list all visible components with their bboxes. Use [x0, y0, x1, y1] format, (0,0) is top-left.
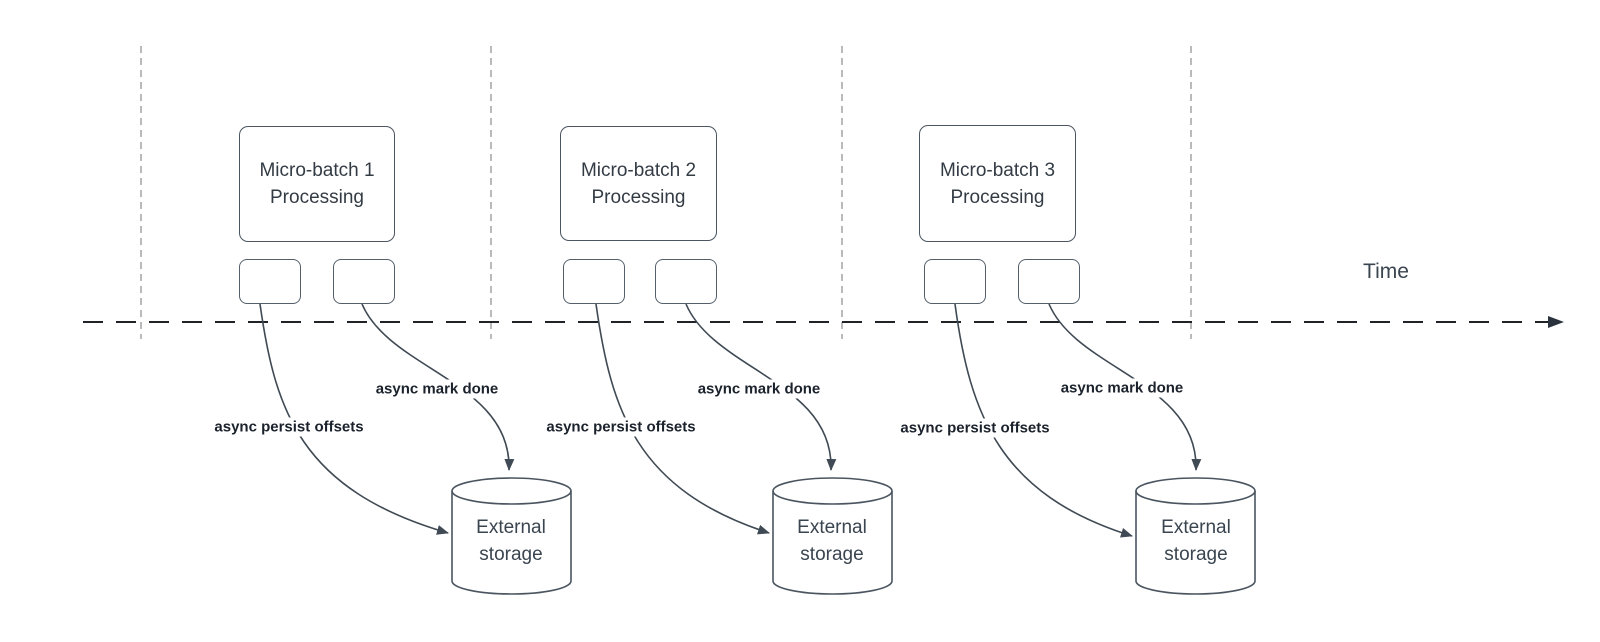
persist-offsets-arrow-2 — [595, 303, 770, 535]
micro-batch-2-title-line2: Processing — [591, 186, 686, 208]
persist-offsets-arrow-1 — [259, 303, 449, 535]
micro-batch-3-title-line2: Processing — [950, 186, 1045, 208]
external-storage-1-line1: External — [476, 517, 546, 538]
external-storage-3-line1: External — [1161, 517, 1231, 538]
micro-batch-2-commit-task-box — [655, 259, 717, 304]
external-storage-2-line2: storage — [800, 544, 864, 565]
storage-cylinder-1 — [451, 477, 572, 595]
storage-cylinder-3 — [1135, 477, 1256, 595]
external-storage-label-1: External storage — [476, 514, 546, 568]
micro-batch-3-title-line1: Micro-batch 3 — [939, 159, 1056, 181]
external-storage-label-3: External storage — [1161, 514, 1231, 568]
micro-batch-1-commit-task-box — [333, 259, 395, 304]
persist-offsets-arrow-3 — [954, 303, 1133, 538]
micro-batch-1-processing-box: Micro-batch 1 Processing — [239, 126, 395, 242]
micro-batch-2-offset-task-box — [563, 259, 625, 304]
external-storage-2-line1: External — [797, 517, 867, 538]
micro-batch-2-processing-box: Micro-batch 2 Processing — [560, 126, 717, 241]
external-storage-label-2: External storage — [797, 514, 867, 568]
external-storage-3-line2: storage — [1164, 544, 1228, 565]
mark-done-label-3: async mark done — [1057, 378, 1187, 398]
micro-batch-1-title-line2: Processing — [270, 187, 364, 208]
mark-done-label-2: async mark done — [694, 379, 824, 399]
mark-done-arrow-2 — [685, 303, 837, 471]
micro-batch-2-title-line1: Micro-batch 2 — [580, 159, 697, 181]
micro-batch-3-processing-box: Micro-batch 3 Processing — [919, 125, 1076, 242]
mark-done-arrow-1 — [361, 303, 515, 471]
persist-offsets-label-1: async persist offsets — [211, 417, 367, 437]
time-axis-label: Time — [1363, 260, 1409, 283]
micro-batch-1-offset-task-box — [239, 259, 301, 304]
mark-done-label-1: async mark done — [372, 379, 502, 399]
micro-batch-3-offset-task-box — [924, 259, 986, 304]
persist-offsets-label-2: async persist offsets — [543, 417, 699, 437]
storage-cylinder-2 — [772, 477, 893, 595]
external-storage-1-line2: storage — [479, 544, 543, 565]
persist-offsets-label-3: async persist offsets — [897, 418, 1053, 438]
micro-batch-1-title-line1: Micro-batch 1 — [259, 160, 375, 181]
micro-batch-3-commit-task-box — [1018, 259, 1080, 304]
